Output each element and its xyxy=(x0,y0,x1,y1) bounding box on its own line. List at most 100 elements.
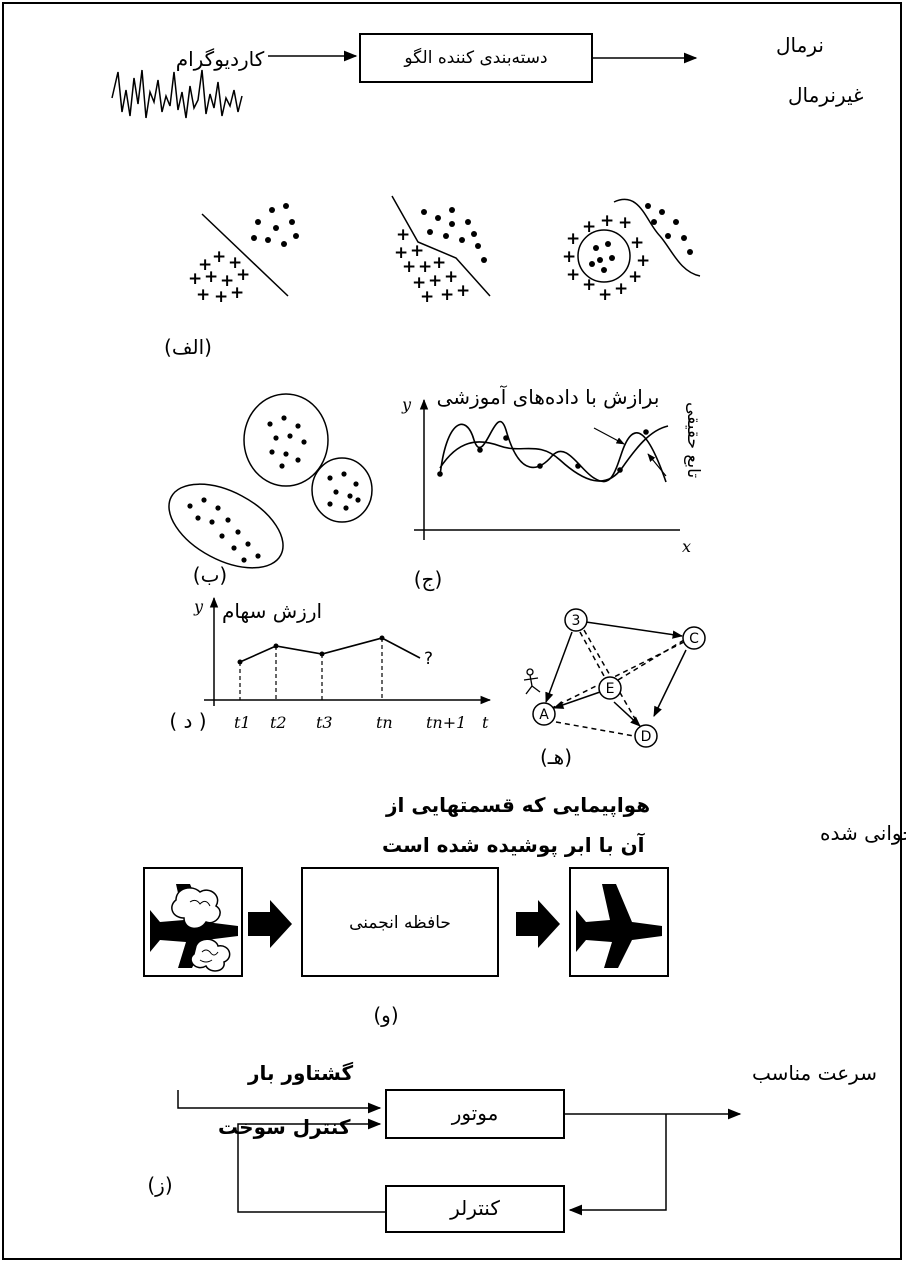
cluster-points xyxy=(187,415,361,563)
associative-memory-label: حافظه انجمنی xyxy=(349,913,451,933)
controller-label: کنترلر xyxy=(449,1196,500,1220)
svg-text:+: + xyxy=(630,233,644,253)
occluded-image-frame xyxy=(143,867,243,977)
panel-he: 3 C E A D (هـ) xyxy=(523,608,706,769)
true-function-curve xyxy=(439,425,669,482)
stock-title: ارزش سهام xyxy=(222,599,322,623)
svg-text:+: + xyxy=(444,267,458,287)
recalled-image-frame xyxy=(569,867,669,977)
svg-text:+: + xyxy=(394,243,408,263)
y-axis-label-dal: y xyxy=(193,597,204,616)
node-e-label: E xyxy=(606,681,615,697)
cloud-blob-2 xyxy=(190,938,231,972)
svg-text:+: + xyxy=(418,257,432,277)
caption-jim: (ج) xyxy=(414,567,443,591)
fit-title: برازش با داده‌های آموزشی xyxy=(437,384,660,409)
svg-text:+: + xyxy=(562,247,576,267)
svg-text:+: + xyxy=(432,253,446,273)
tick-tn: tn xyxy=(376,713,393,732)
svg-text:+: + xyxy=(440,285,454,305)
circle-boundary xyxy=(577,229,631,283)
node-3 xyxy=(564,608,588,632)
svg-text:+: + xyxy=(412,273,426,293)
svg-text:+: + xyxy=(636,251,650,271)
svg-text:+: + xyxy=(196,285,210,305)
piecewise-boundary xyxy=(391,195,491,297)
stock-droplines xyxy=(239,638,383,700)
panel-alef: +++ +++ +++ + +++ +++ +++ +++ xyxy=(164,195,701,359)
node-c-label: C xyxy=(689,631,699,647)
svg-text:+: + xyxy=(220,271,234,291)
fat-arrow-2 xyxy=(516,900,560,948)
pointer-arrow-1 xyxy=(593,427,625,445)
recalled-airplane xyxy=(576,884,662,968)
svg-text:+: + xyxy=(428,271,442,291)
classifier-label: دسته‌بندی کننده الگو xyxy=(403,47,547,68)
cluster-top xyxy=(243,393,329,487)
class-crosses-3: +++ +++ +++ +++ xyxy=(562,211,650,305)
class-crosses-1: +++ +++ +++ + xyxy=(188,247,250,307)
overfit-curve xyxy=(439,420,667,483)
tick-t3: t3 xyxy=(316,713,333,732)
panel-be: (ب) xyxy=(168,393,373,587)
svg-text:+: + xyxy=(582,275,596,295)
svg-text:+: + xyxy=(420,287,434,307)
svg-text:+: + xyxy=(410,241,424,261)
node-a xyxy=(532,702,556,726)
svg-text:+: + xyxy=(212,247,226,267)
caption-he: (هـ) xyxy=(540,745,572,769)
caption-dal: ( د ) xyxy=(169,709,206,733)
cloud-scribble xyxy=(189,899,219,963)
node-d-label: D xyxy=(641,729,652,745)
fuel-control-label: کنترل سوخت xyxy=(218,1115,351,1139)
solid-edges xyxy=(545,621,687,727)
cluster-left xyxy=(168,483,284,569)
cardiogram-label: کاردیوگرام xyxy=(176,47,265,71)
proper-speed-label: سرعت مناسب xyxy=(752,1061,877,1085)
node-d xyxy=(634,724,658,748)
cardiogram-waveform xyxy=(111,69,243,119)
caption-alef: (الف) xyxy=(164,335,212,359)
class-dots-3 xyxy=(589,203,693,273)
svg-text:+: + xyxy=(236,265,250,285)
svg-text:+: + xyxy=(402,257,416,277)
svg-text:+: + xyxy=(600,211,614,231)
caption-vav: (و) xyxy=(373,1003,398,1027)
tick-t1: t1 xyxy=(234,713,251,732)
y-axis-label-jim: y xyxy=(401,395,412,414)
occluded-plane-line2: آن با ابر پوشیده شده است xyxy=(382,832,646,858)
svg-text:+: + xyxy=(618,213,632,233)
node-c xyxy=(682,626,706,650)
load-torque-label: گشتاور بار xyxy=(247,1061,353,1085)
stock-line xyxy=(239,637,421,663)
motor-label: موتور xyxy=(451,1101,499,1125)
cluster-right xyxy=(311,457,373,523)
panel-dal: y t ارزش سهام ? t1 t2 t3 tn tn+1 ( د ) xyxy=(169,596,492,733)
svg-text:+: + xyxy=(198,255,212,275)
panel-ze: گشتاور بار سرعت مناسب کنترل سوخت (ز) موت… xyxy=(147,1061,877,1233)
caption-be: (ب) xyxy=(193,563,227,587)
question-mark: ? xyxy=(424,649,433,669)
svg-text:+: + xyxy=(456,281,470,301)
class-crosses-2: +++ +++ +++ +++ xyxy=(394,225,470,307)
svg-text:+: + xyxy=(188,269,202,289)
svg-text:+: + xyxy=(214,287,228,307)
true-function-label: تابع حقیقی xyxy=(683,402,703,478)
classifier-section: کاردیوگرام دسته‌بندی کننده الگو نرمال غی… xyxy=(111,33,863,119)
node-a-label: A xyxy=(539,707,549,723)
tick-t2: t2 xyxy=(270,713,287,732)
svg-text:+: + xyxy=(598,285,612,305)
normal-label: نرمال xyxy=(776,33,824,57)
feedback-path xyxy=(568,1114,667,1216)
svg-text:+: + xyxy=(228,253,242,273)
tick-tn1: tn+1 xyxy=(426,713,466,732)
svg-text:+: + xyxy=(204,267,218,287)
node-3-label: 3 xyxy=(572,613,581,629)
stock-points xyxy=(237,635,385,665)
occluded-plane-line1: هواپیمایی که قسمتهایی از xyxy=(385,793,650,818)
node-e xyxy=(598,676,622,700)
x-axis-label-jim: x xyxy=(682,537,691,556)
recalled-plane-label: هواپیمای بازخوانی شده xyxy=(820,821,906,846)
